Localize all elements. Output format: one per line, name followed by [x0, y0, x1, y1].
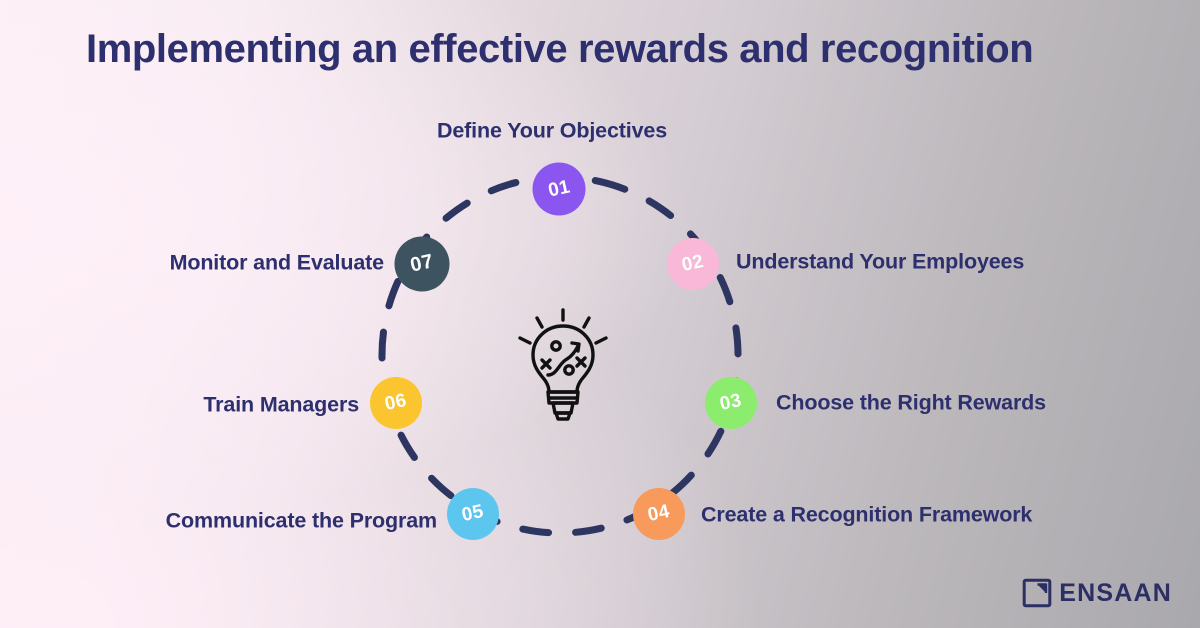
step-badge-05[interactable]: 05	[447, 488, 499, 540]
step-number-04: 04	[646, 500, 672, 527]
step-label-01: Define Your Objectives	[436, 118, 668, 143]
square-page-icon	[1022, 578, 1052, 608]
brand-logo: ENSAAN	[1022, 578, 1172, 608]
step-label-02: Understand Your Employees	[736, 249, 1025, 274]
step-badge-07[interactable]: 07	[394, 236, 450, 292]
step-number-01: 01	[546, 175, 572, 202]
lightbulb-strategy-icon	[518, 308, 608, 421]
step-badge-03[interactable]: 03	[705, 377, 757, 429]
step-number-06: 06	[383, 389, 409, 416]
step-label-03: Choose the Right Rewards	[776, 390, 1046, 415]
step-label-07: Monitor and Evaluate	[169, 250, 385, 275]
step-label-06: Train Managers	[203, 392, 359, 417]
step-label-05: Communicate the Program	[165, 508, 437, 533]
step-badge-06[interactable]: 06	[370, 377, 422, 429]
step-number-02: 02	[680, 250, 706, 277]
step-number-05: 05	[460, 500, 486, 527]
step-number-03: 03	[718, 389, 744, 416]
page-title: Implementing an effective rewards and re…	[86, 27, 1034, 71]
step-badge-04[interactable]: 04	[633, 488, 685, 540]
brand-logo-text: ENSAAN	[1059, 578, 1172, 607]
step-label-04: Create a Recognition Framework	[701, 502, 1033, 527]
step-badge-02[interactable]: 02	[667, 238, 719, 290]
step-number-07: 07	[408, 250, 436, 277]
step-badge-01[interactable]: 01	[532, 162, 586, 216]
